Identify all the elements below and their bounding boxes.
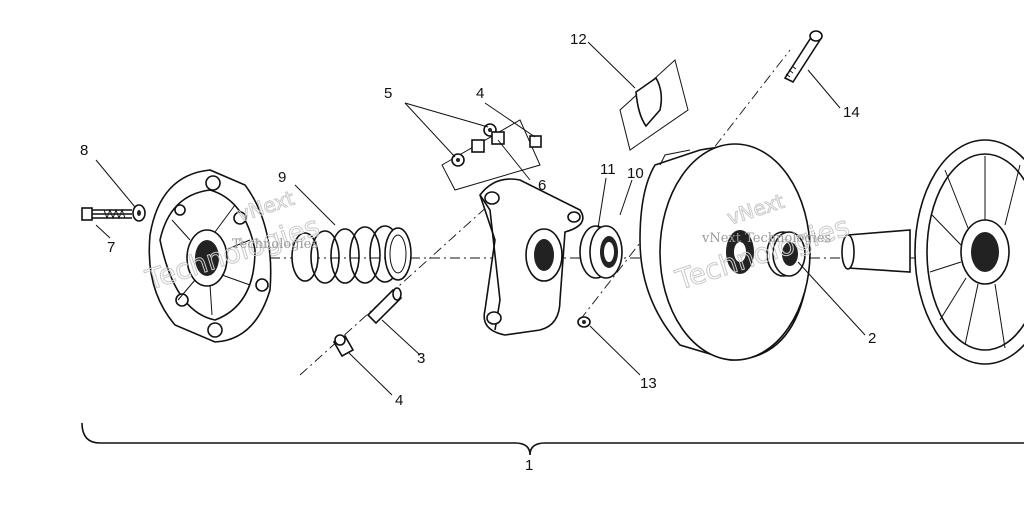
callout-12: 12 xyxy=(570,31,587,48)
callout-6: 6 xyxy=(538,177,546,194)
sheave-cover xyxy=(148,169,272,343)
fixed-sheave xyxy=(841,139,1024,365)
callout-2: 2 xyxy=(868,330,876,347)
callouts: 1 2 3 4 4 5 6 7 8 9 10 11 12 13 14 xyxy=(80,31,876,474)
bushing-11 xyxy=(579,225,623,279)
spider xyxy=(479,178,584,336)
assembly-brace xyxy=(81,422,1024,456)
bushing-2 xyxy=(766,231,806,277)
bolt-14 xyxy=(783,30,823,84)
bushing-4-lower xyxy=(332,334,355,358)
bolt-axis xyxy=(579,49,791,321)
callout-9: 9 xyxy=(278,169,286,186)
callout-5: 5 xyxy=(384,85,392,102)
callout-14: 14 xyxy=(843,104,860,121)
callout-1: 1 xyxy=(525,457,533,474)
pin-3 xyxy=(366,287,403,325)
pin-axis xyxy=(299,194,501,376)
spring-9 xyxy=(291,225,412,284)
callout-7: 7 xyxy=(107,239,115,256)
movable-sheave xyxy=(639,143,811,361)
callout-8: 8 xyxy=(80,142,88,159)
washer-8 xyxy=(132,204,146,222)
callout-10: 10 xyxy=(627,165,644,182)
callout-3: 3 xyxy=(417,350,425,367)
svg-text:Technologies: Technologies xyxy=(232,237,318,252)
bracket-12 xyxy=(619,59,689,151)
leader-lines xyxy=(95,41,866,396)
callout-4-lower: 4 xyxy=(395,392,403,409)
callout-13: 13 xyxy=(640,375,657,392)
bolt-7 xyxy=(81,207,132,221)
svg-text:vNext Technologies: vNext Technologies xyxy=(701,231,831,246)
callout-4-upper: 4 xyxy=(476,85,484,102)
nut-13 xyxy=(577,316,591,328)
weights-group xyxy=(441,119,542,191)
callout-11: 11 xyxy=(600,161,616,178)
